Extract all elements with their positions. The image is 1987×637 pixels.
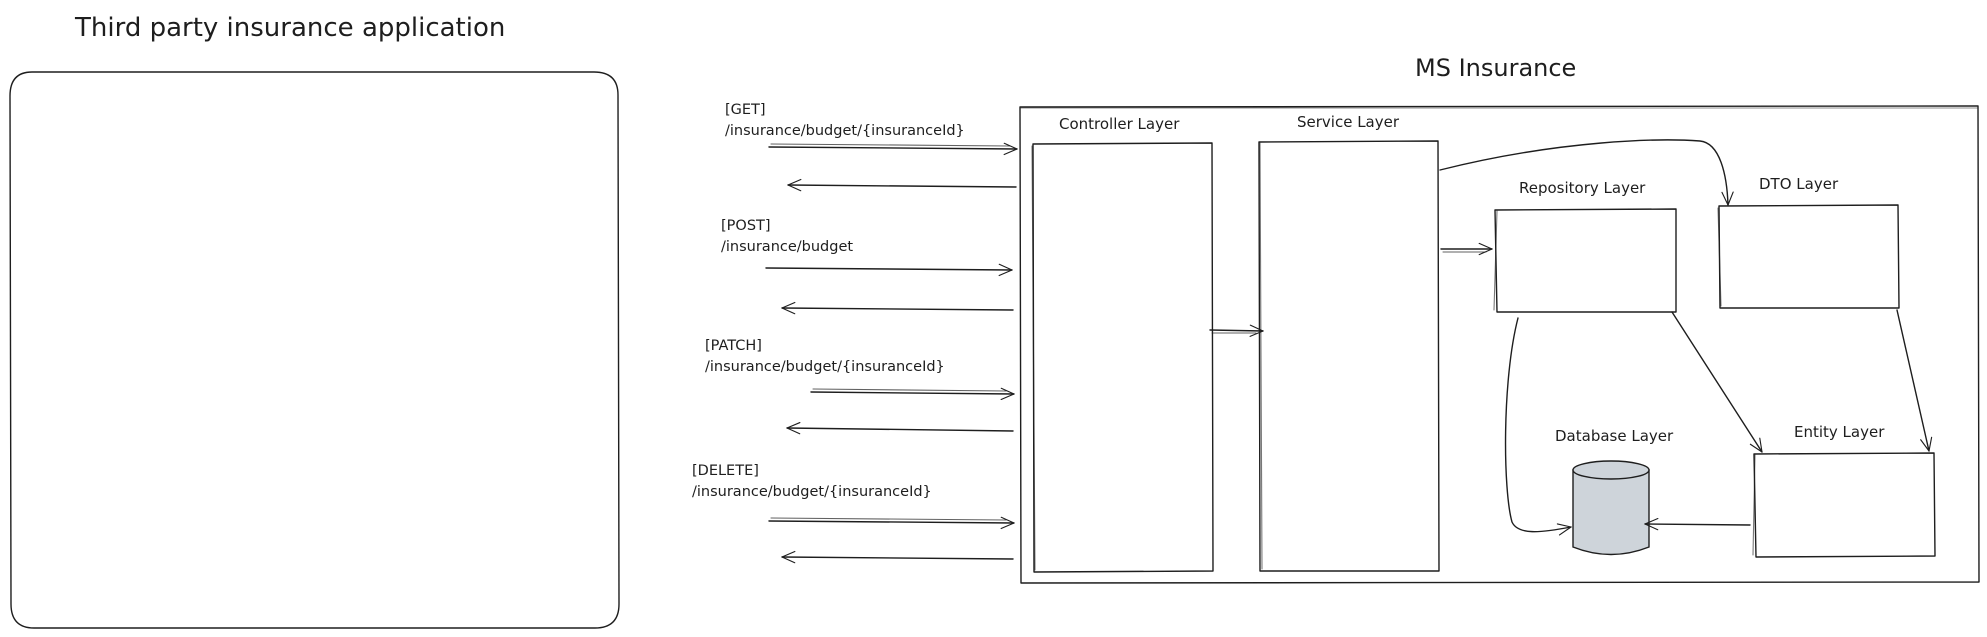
repository-to-database-arrow <box>1504 317 1572 536</box>
third-party-title: Third party insurance application <box>74 13 505 43</box>
post-response-arrow <box>781 301 1014 315</box>
delete-response-arrow <box>781 550 1014 564</box>
patch-response-arrow <box>786 422 1014 435</box>
repository-layer-label: Repository Layer <box>1519 179 1646 197</box>
controller-layer-label: Controller Layer <box>1059 115 1180 133</box>
post-request-arrow <box>765 263 1013 277</box>
endpoint-delete-method: [DELETE] <box>692 463 759 479</box>
delete-request-arrow <box>768 516 1015 530</box>
endpoint-post-path: /insurance/budget <box>721 239 853 255</box>
database-layer-label: Database Layer <box>1555 427 1674 445</box>
third-party-app-box <box>9 71 620 629</box>
dto-layer-box <box>1718 204 1900 309</box>
get-response-arrow <box>787 178 1017 192</box>
service-to-dto-arrow <box>1439 139 1734 206</box>
service-to-repository-arrow <box>1440 242 1493 256</box>
controller-layer-box <box>1032 142 1214 573</box>
service-layer-label: Service Layer <box>1297 113 1400 131</box>
ms-insurance-container <box>1019 105 1980 584</box>
service-layer-box <box>1258 140 1440 572</box>
entity-layer-box <box>1753 452 1936 558</box>
repository-layer-box <box>1494 208 1677 313</box>
endpoint-delete-path: /insurance/budget/{insuranceId} <box>692 484 932 500</box>
ms-insurance-title: MS Insurance <box>1415 54 1576 82</box>
endpoint-post-method: [POST] <box>721 218 771 234</box>
dto-layer-label: DTO Layer <box>1759 175 1839 193</box>
entity-to-database-arrow <box>1644 517 1751 531</box>
endpoint-patch-method: [PATCH] <box>705 338 762 354</box>
repository-to-entity-arrow <box>1671 311 1763 453</box>
endpoint-patch-path: /insurance/budget/{insuranceId} <box>705 359 945 375</box>
patch-request-arrow <box>810 387 1015 401</box>
controller-to-service-arrow <box>1209 324 1264 337</box>
get-request-arrow <box>768 142 1018 156</box>
endpoint-get-method: [GET] <box>725 102 766 118</box>
dto-to-entity-arrow <box>1896 309 1933 452</box>
endpoint-get-path: /insurance/budget/{insuranceId} <box>725 123 965 139</box>
entity-layer-label: Entity Layer <box>1794 423 1885 441</box>
database-icon <box>1572 460 1650 556</box>
